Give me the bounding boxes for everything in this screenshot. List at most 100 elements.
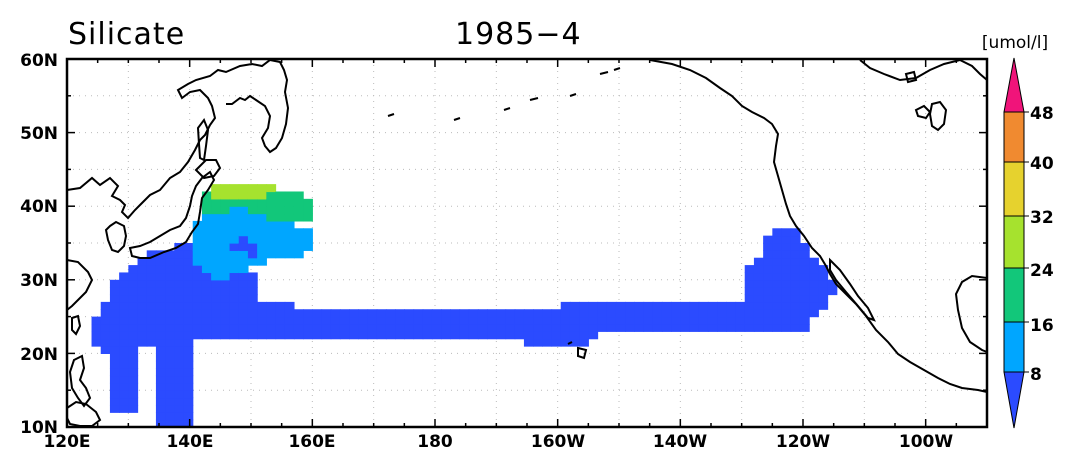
silicate-cell — [174, 331, 185, 340]
silicate-cell — [128, 353, 139, 362]
silicate-cell — [790, 294, 801, 303]
silicate-cell — [165, 301, 175, 310]
silicate-cell — [128, 309, 139, 318]
colorbar-swatch — [1003, 161, 1025, 217]
silicate-cell — [211, 279, 221, 288]
silicate-cell — [109, 294, 120, 303]
silicate-cell — [119, 353, 129, 362]
x-tick-label: 120E — [43, 432, 90, 452]
silicate-cell — [275, 301, 286, 310]
silicate-cell — [155, 279, 166, 288]
silicate-cell — [247, 272, 258, 281]
silicate-cell — [220, 243, 231, 251]
plot-area — [65, 57, 989, 429]
silicate-cell — [183, 309, 194, 318]
silicate-cell — [330, 309, 341, 318]
coastline-borneo — [66, 400, 102, 427]
silicate-cell — [744, 279, 755, 288]
silicate-cell — [165, 397, 175, 406]
silicate-cell — [772, 294, 783, 303]
x-tick-label: 120W — [776, 432, 830, 452]
silicate-cell — [303, 243, 313, 251]
silicate-cell — [155, 294, 166, 303]
silicate-cell — [137, 265, 148, 274]
silicate-cell — [753, 294, 764, 303]
silicate-cell — [275, 331, 286, 340]
silicate-cell — [257, 309, 267, 318]
silicate-cell — [229, 235, 240, 244]
silicate-cell — [128, 397, 139, 406]
silicate-cell — [146, 265, 157, 274]
silicate-cell — [588, 309, 599, 318]
silicate-cell — [680, 316, 691, 325]
silicate-cell — [772, 287, 783, 296]
colorbar-unit: [umol/l] — [982, 33, 1048, 53]
silicate-cell — [404, 316, 415, 325]
silicate-cell — [201, 323, 212, 332]
silicate-cell — [560, 331, 571, 340]
silicate-cell — [790, 287, 801, 296]
silicate-cell — [523, 331, 534, 340]
silicate-cell — [183, 390, 194, 399]
silicate-cell — [753, 309, 764, 318]
silicate-cell — [763, 316, 773, 325]
silicate-cell — [367, 309, 378, 318]
silicate-cell — [266, 206, 277, 215]
silicate-cell — [809, 309, 819, 318]
silicate-cell — [349, 309, 359, 318]
colorbar-label: 32 — [1030, 208, 1054, 228]
silicate-cell — [192, 235, 203, 244]
silicate-cell — [523, 323, 534, 332]
silicate-cell — [652, 316, 663, 325]
silicate-cell — [128, 360, 139, 369]
silicate-cell — [266, 243, 277, 251]
silicate-cell — [128, 331, 139, 340]
silicate-cell — [146, 338, 157, 347]
silicate-cell — [284, 250, 295, 259]
silicate-cell — [321, 323, 332, 332]
coastline-gulf — [954, 274, 988, 353]
silicate-cell — [266, 250, 277, 259]
silicate-cell — [579, 301, 589, 310]
silicate-cell — [229, 331, 240, 340]
silicate-cell — [459, 323, 470, 332]
colorbar-label: 8 — [1030, 365, 1042, 385]
silicate-cell — [376, 316, 387, 325]
silicate-cell — [275, 316, 286, 325]
silicate-cell — [229, 279, 240, 288]
silicate-cell — [100, 301, 111, 310]
silicate-cell — [220, 213, 231, 222]
silicate-cell — [211, 213, 221, 222]
silicate-cell — [192, 279, 203, 288]
silicate-cell — [128, 375, 139, 384]
coastline-hawaii — [567, 341, 588, 360]
silicate-cell — [431, 316, 442, 325]
silicate-cell — [753, 279, 764, 288]
silicate-cell — [726, 301, 737, 310]
silicate-cell — [257, 191, 267, 200]
silicate-cell — [303, 235, 313, 244]
silicate-cell — [192, 323, 203, 332]
silicate-cell — [137, 294, 148, 303]
silicate-cell — [431, 331, 442, 340]
silicate-cell — [293, 235, 304, 244]
silicate-cell — [312, 331, 323, 340]
silicate-cell — [257, 235, 267, 244]
silicate-cell — [220, 272, 231, 281]
silicate-cell — [625, 323, 635, 332]
silicate-cell — [284, 243, 295, 251]
silicate-cell — [606, 323, 617, 332]
silicate-cell — [109, 309, 120, 318]
colorbar-swatch — [1003, 371, 1025, 429]
silicate-cell — [809, 294, 819, 303]
silicate-cell — [109, 338, 120, 347]
silicate-cell — [238, 294, 249, 303]
silicate-cell — [698, 323, 709, 332]
silicate-cell — [247, 235, 258, 244]
silicate-cell — [744, 323, 755, 332]
silicate-cell — [717, 323, 727, 332]
silicate-cell — [330, 323, 341, 332]
silicate-cell — [183, 360, 194, 369]
silicate-cell — [211, 220, 221, 229]
silicate-cell — [183, 412, 194, 421]
